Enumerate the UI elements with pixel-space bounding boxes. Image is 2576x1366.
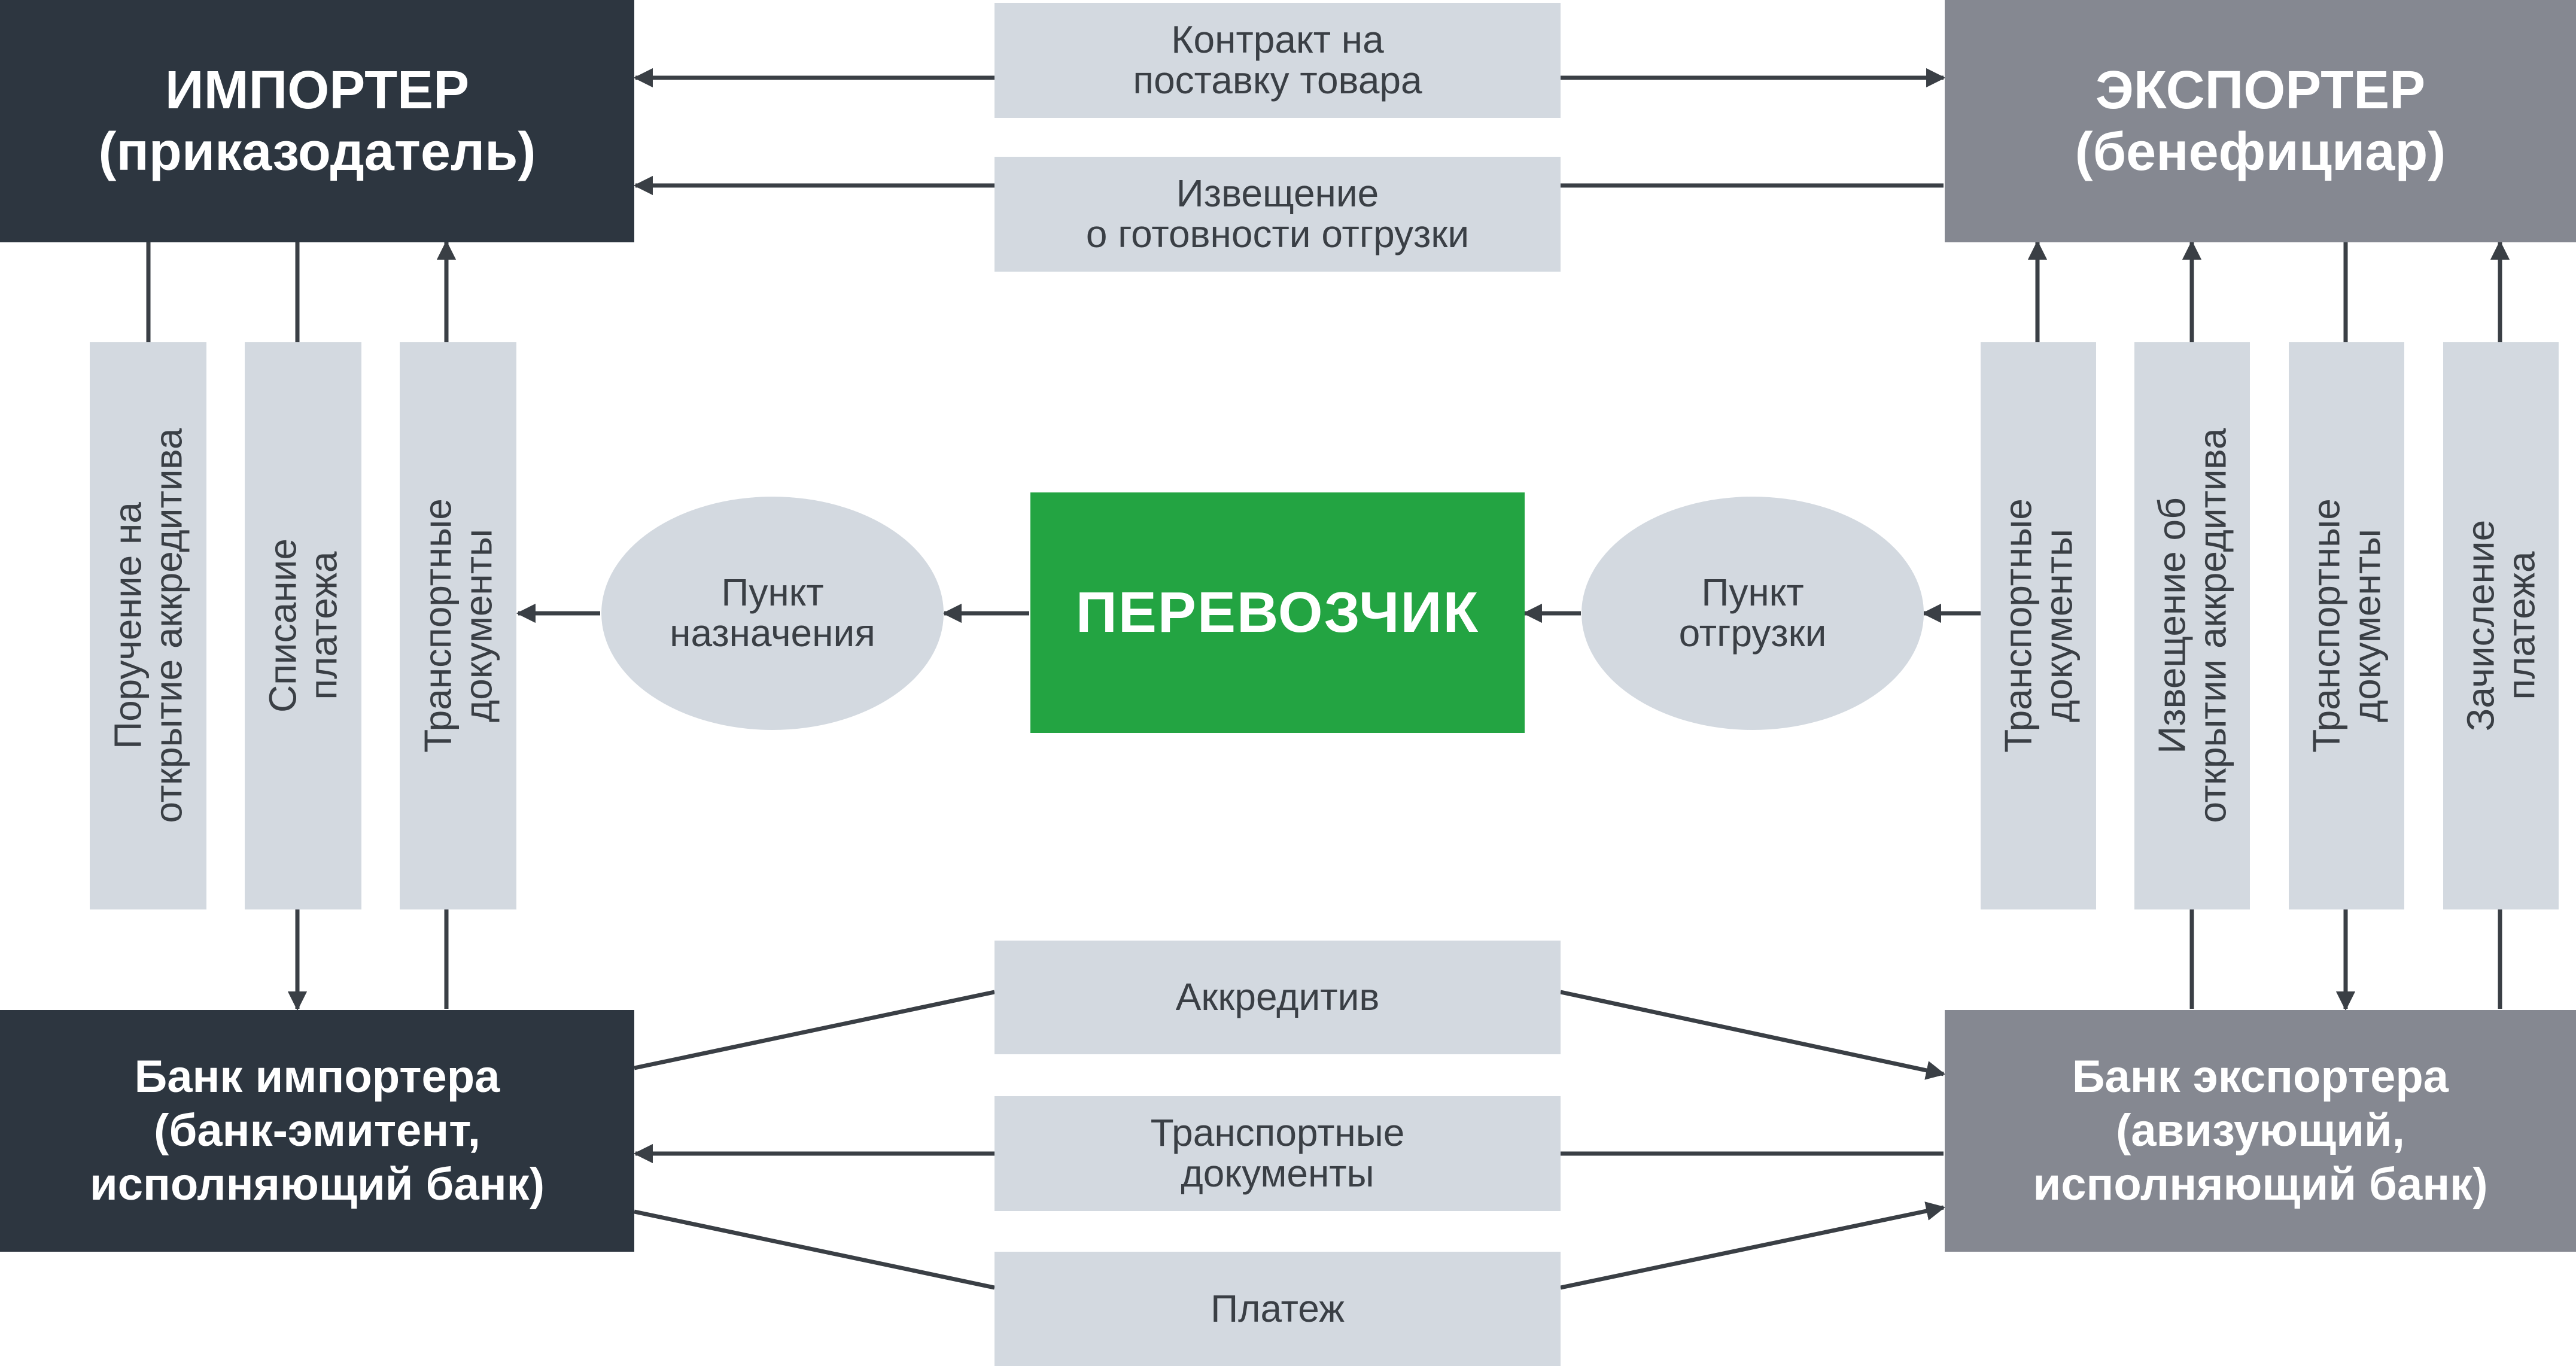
left-vertical-label-1: Поручение на открытие аккредитива [90, 342, 206, 909]
exporter-bank-role: (авизующий, [2116, 1105, 2405, 1157]
notice-label-box: Извещение о готовности отгрузки [994, 157, 1561, 272]
shipment-readiness-notice-label: Извещение о готовности отгрузки [1085, 172, 1470, 255]
importer-bank-title: Банк импортера [134, 1051, 500, 1103]
bank-transport-docs-label-box: Транспортные документы [994, 1096, 1561, 1211]
payment-label: Платеж [1211, 1286, 1345, 1330]
importer-box: ИМПОРТЕР (приказодатель) [0, 0, 634, 242]
importer-subtitle: (приказодатель) [98, 121, 536, 182]
shipment-point-label: Пункт отгрузки [1678, 571, 1827, 655]
exporter-title: ЭКСПОРТЕР [2095, 60, 2426, 120]
right-vertical-label-1: Транспортные документы [1981, 342, 2096, 909]
contract-label-box: Контракт на поставку товара [994, 3, 1561, 118]
importer-transport-docs-label: Транспортные документы [416, 498, 500, 753]
exporter-bank-title: Банк экспортера [2072, 1051, 2449, 1103]
line-importer-bank-to-accreditive [634, 990, 995, 1070]
accreditive-label: Аккредитив [1175, 975, 1380, 1019]
arrow-payment-to-exporter-bank [1560, 1201, 1946, 1290]
exporter-transport-docs-label-2: Транспортные документы [2304, 498, 2388, 753]
left-vertical-label-3: Транспортные документы [400, 342, 516, 909]
destination-point: Пункт назначения [601, 497, 944, 730]
payment-credit-label: Зачисление платежа [2459, 519, 2542, 732]
right-vertical-label-4: Зачисление платежа [2443, 342, 2559, 909]
left-vertical-label-2: Списание платежа [245, 342, 361, 909]
exporter-bank-box: Банк экспортера (авизующий, исполняющий … [1945, 1010, 2576, 1252]
line-importer-bank-to-payment [634, 1209, 995, 1290]
destination-point-label: Пункт назначения [670, 571, 875, 655]
bank-transport-docs-label: Транспортные документы [1150, 1111, 1405, 1195]
importer-title: ИМПОРТЕР [165, 60, 470, 120]
lc-opening-order-label: Поручение на открытие аккредитива [106, 428, 190, 823]
exporter-transport-docs-label-1: Транспортные документы [1996, 498, 2080, 753]
carrier-label: ПЕРЕВОЗЧИК [1075, 580, 1480, 644]
payment-label-box: Платеж [994, 1252, 1561, 1366]
carrier-box: ПЕРЕВОЗЧИК [1030, 492, 1525, 733]
contract-label: Контракт на поставку товара [1133, 18, 1422, 102]
shipment-point: Пункт отгрузки [1582, 497, 1924, 730]
payment-debit-label: Списание платежа [261, 539, 345, 713]
right-vertical-label-3: Транспортные документы [2289, 342, 2404, 909]
importer-bank-role-2: исполняющий банк) [90, 1158, 545, 1210]
arrow-accreditive-to-exporter-bank [1560, 990, 1946, 1080]
exporter-subtitle: (бенефициар) [2075, 121, 2446, 182]
lc-opening-notice-label: Извещение об открытии аккредитива [2150, 428, 2234, 823]
accreditive-label-box: Аккредитив [994, 941, 1561, 1054]
exporter-bank-role-2: исполняющий банк) [2033, 1158, 2488, 1210]
right-vertical-label-2: Извещение об открытии аккредитива [2134, 342, 2250, 909]
importer-bank-box: Банк импортера (банк-эмитент, исполняющи… [0, 1010, 634, 1252]
importer-bank-role: (банк-эмитент, [154, 1105, 480, 1157]
exporter-box: ЭКСПОРТЕР (бенефициар) [1945, 0, 2576, 242]
